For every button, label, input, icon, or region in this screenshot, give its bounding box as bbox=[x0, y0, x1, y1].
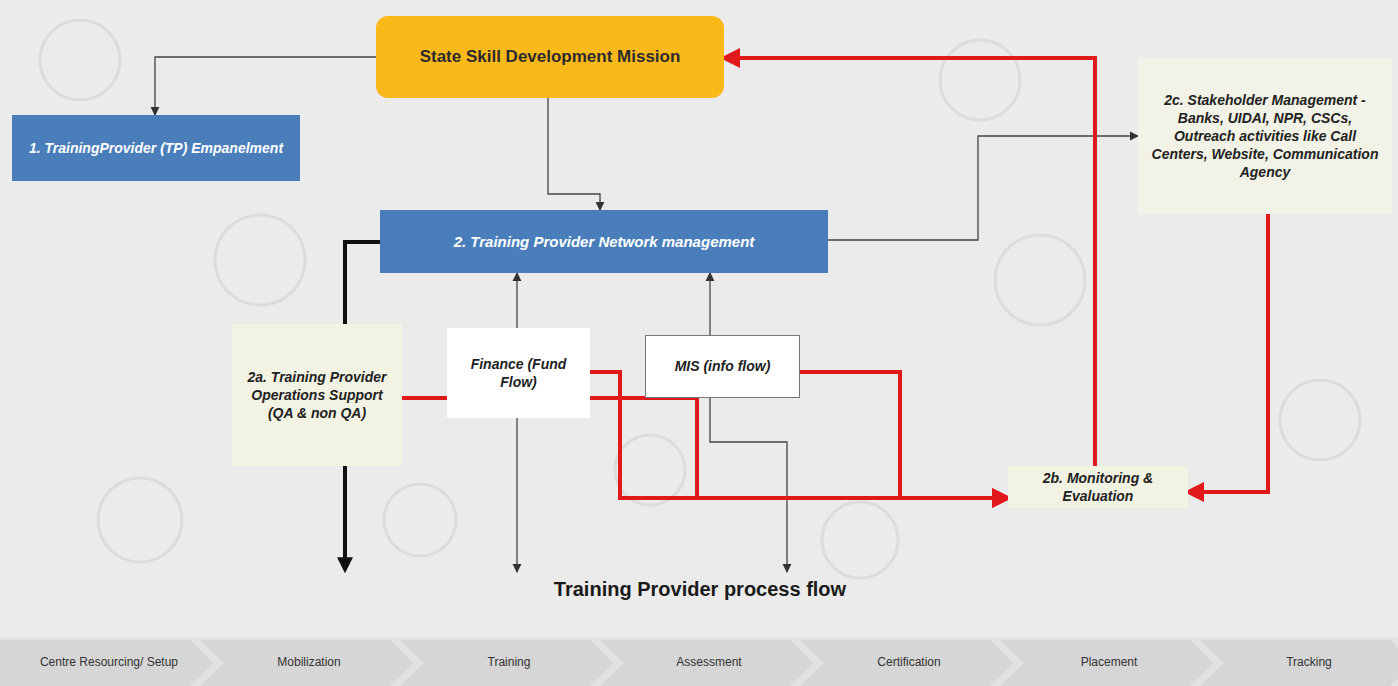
node-text: 2b. Monitoring & Evaluation bbox=[1016, 469, 1180, 505]
node-text: Training bbox=[488, 656, 531, 670]
process-chevron: Training bbox=[400, 640, 614, 686]
process-band bbox=[0, 638, 1398, 686]
flow-arrow bbox=[516, 418, 517, 572]
connector bbox=[709, 273, 710, 335]
node-text: 2c. Stakeholder Management - Banks, UIDA… bbox=[1146, 91, 1384, 182]
process-chevron: Mobilization bbox=[200, 640, 414, 686]
process-box: 2b. Monitoring & Evaluation bbox=[1008, 466, 1188, 508]
node-text: Mobilization bbox=[277, 656, 340, 670]
process-box: State Skill Development Mission bbox=[376, 16, 724, 98]
connector bbox=[1188, 214, 1268, 492]
process-box: 2. Training Provider Network management bbox=[380, 210, 828, 273]
node-text: MIS (info flow) bbox=[675, 357, 771, 375]
node-text: State Skill Development Mission bbox=[420, 46, 681, 68]
node-text: Certification bbox=[877, 656, 940, 670]
process-chevron: Tracking bbox=[1200, 640, 1398, 686]
connector bbox=[828, 136, 1138, 240]
process-box: 2c. Stakeholder Management - Banks, UIDA… bbox=[1138, 58, 1392, 214]
connector bbox=[402, 396, 447, 400]
red-flow-line bbox=[590, 398, 697, 498]
node-text: Centre Resourcing/ Setup bbox=[40, 656, 178, 670]
node-text: Assessment bbox=[676, 656, 741, 670]
connector bbox=[800, 372, 1008, 498]
section-heading: Training Provider process flow bbox=[440, 578, 960, 601]
process-box: 1. TrainingProvider (TP) Empanelment bbox=[12, 115, 300, 181]
flow-arrow bbox=[710, 398, 787, 572]
node-text: 2. Training Provider Network management bbox=[454, 232, 755, 252]
node-text: Placement bbox=[1081, 656, 1138, 670]
process-chevron: Placement bbox=[1000, 640, 1214, 686]
process-chevron: Centre Resourcing/ Setup bbox=[0, 640, 214, 686]
node-text: 2a. Training Provider Operations Support… bbox=[240, 368, 394, 423]
connector bbox=[155, 57, 376, 115]
connector bbox=[516, 273, 517, 328]
node-text: Finance (Fund Flow) bbox=[455, 355, 582, 391]
node-text: 1. TrainingProvider (TP) Empanelment bbox=[29, 139, 283, 157]
process-chevron: Assessment bbox=[600, 640, 814, 686]
process-box: MIS (info flow) bbox=[645, 335, 800, 398]
process-box: Finance (Fund Flow) bbox=[447, 328, 590, 418]
connector bbox=[548, 98, 600, 210]
process-box: 2a. Training Provider Operations Support… bbox=[232, 324, 402, 466]
process-chevron: Certification bbox=[800, 640, 1014, 686]
node-text: Tracking bbox=[1286, 656, 1332, 670]
